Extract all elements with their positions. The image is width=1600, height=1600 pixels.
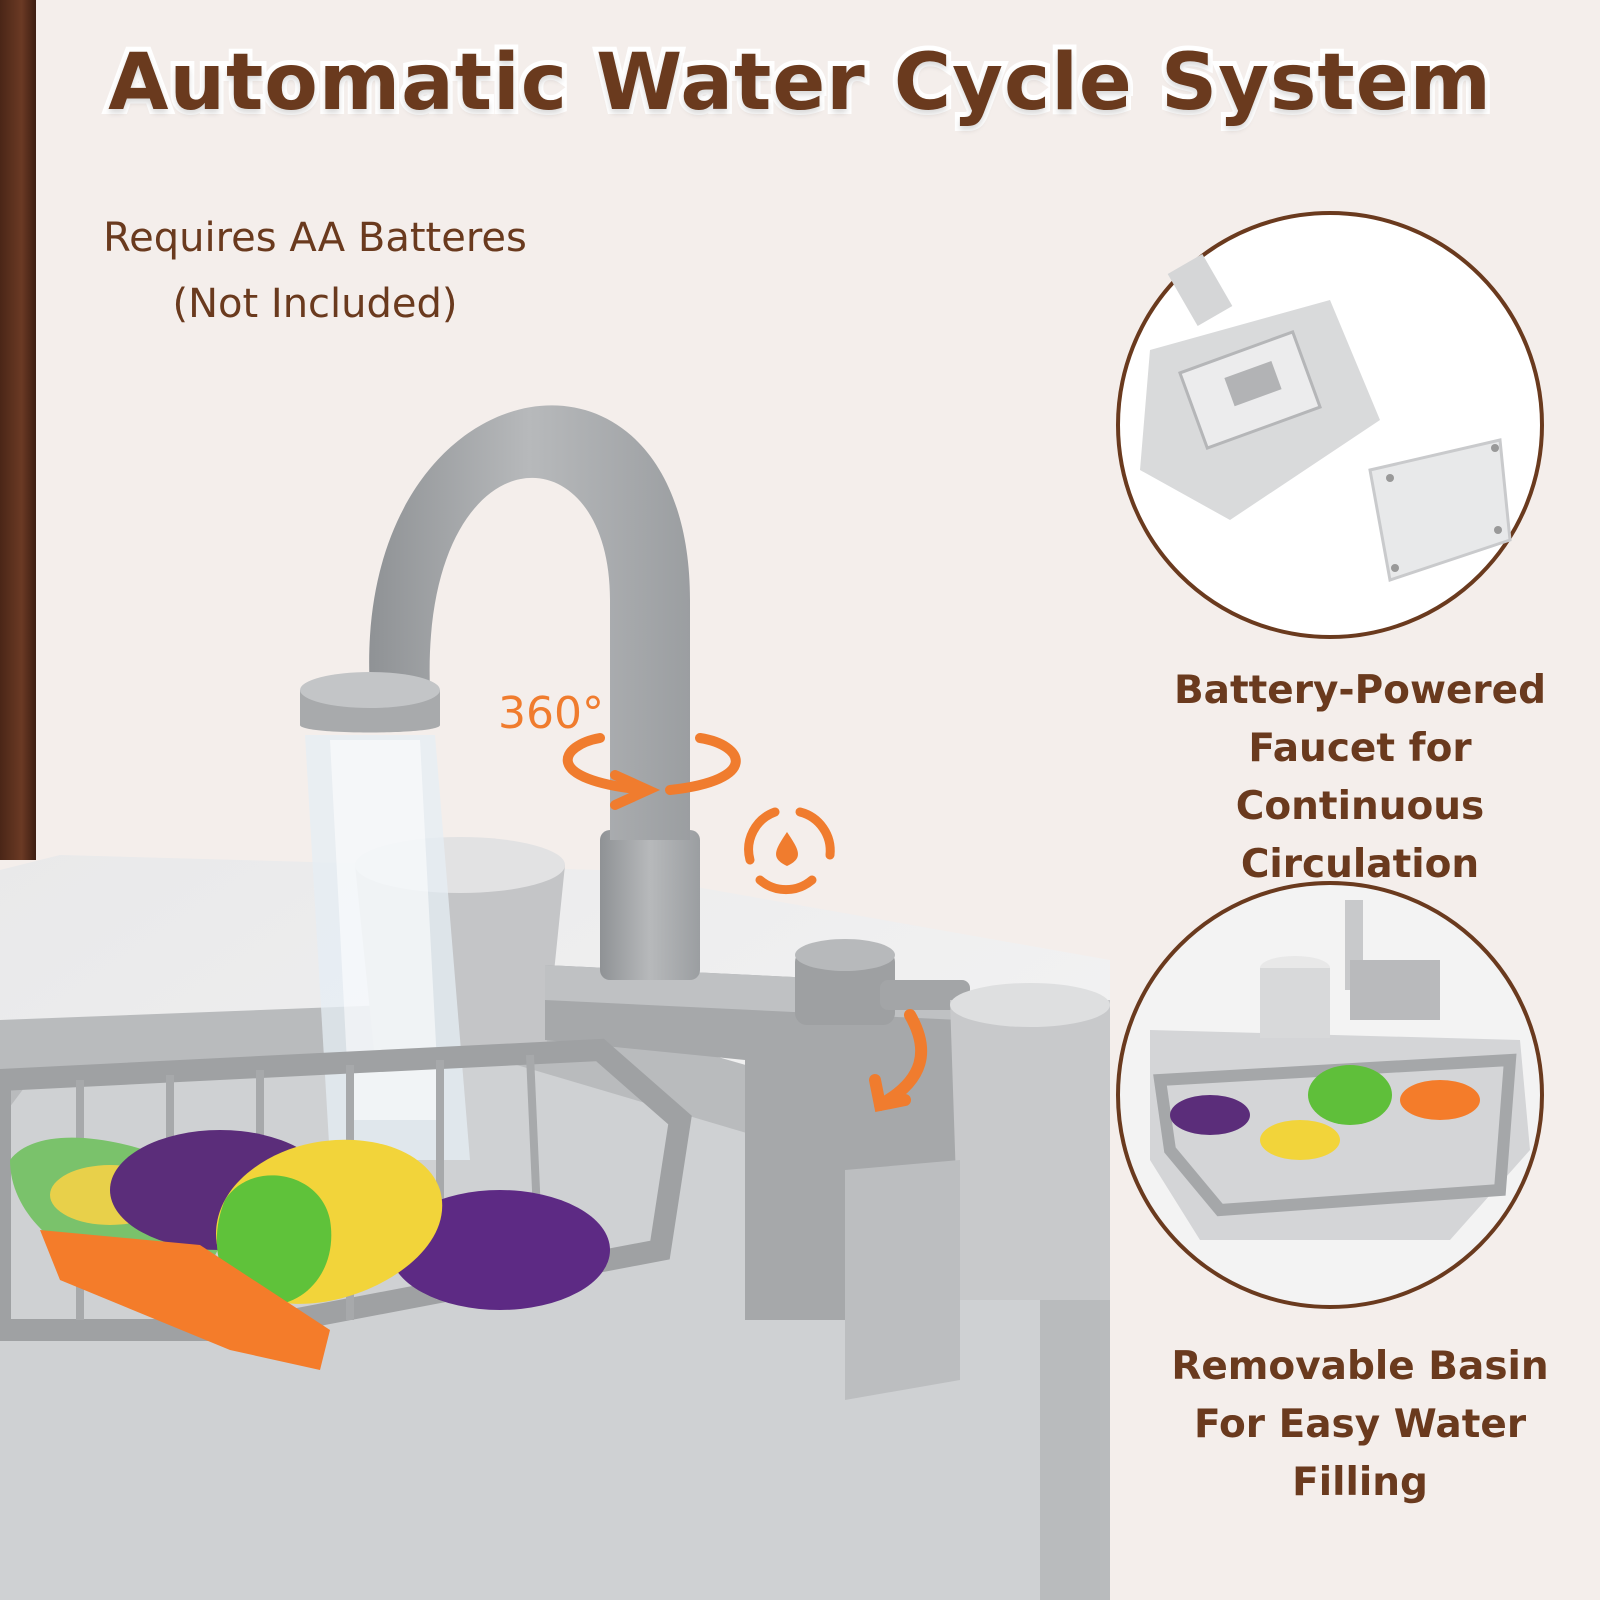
cup-right <box>950 1000 1110 1300</box>
callout-faucet-line3: Circulation <box>1240 842 1480 887</box>
rotate-arrow-icon <box>562 733 741 810</box>
callout-faucet: Battery-Powered Faucet for Continuous Ci… <box>1130 662 1590 894</box>
water-cycle-icon <box>744 807 835 895</box>
callout-basin-line2: For Easy Water Filling <box>1193 1402 1527 1505</box>
callout-basin: Removable Basin For Easy Water Filling <box>1130 1338 1590 1512</box>
battery-note-line1: Requires AA Batteres <box>103 215 527 261</box>
callout-basin-line1: Removable Basin <box>1171 1344 1549 1389</box>
callout-faucet-line1: Battery-Powered <box>1173 668 1547 713</box>
faucet-spout <box>369 405 690 840</box>
wood-panel <box>0 0 36 860</box>
battery-note-line2: (Not Included) <box>172 281 458 327</box>
page-title: Automatic Water Cycle System <box>103 33 1496 133</box>
insert-arrow-icon <box>869 1009 928 1113</box>
battery-note: Requires AA Batteres (Not Included) <box>80 205 550 337</box>
faucet-column <box>600 830 700 980</box>
toy-carrot <box>40 1230 330 1370</box>
toy-eggplant-2 <box>390 1190 610 1310</box>
battery-cover <box>1368 438 1512 582</box>
callout-faucet-line2: Faucet for Continuous <box>1235 726 1485 829</box>
toy-pepper <box>216 1175 332 1306</box>
dish-rack <box>0 1038 692 1341</box>
rotation-label: 360° <box>498 688 604 739</box>
